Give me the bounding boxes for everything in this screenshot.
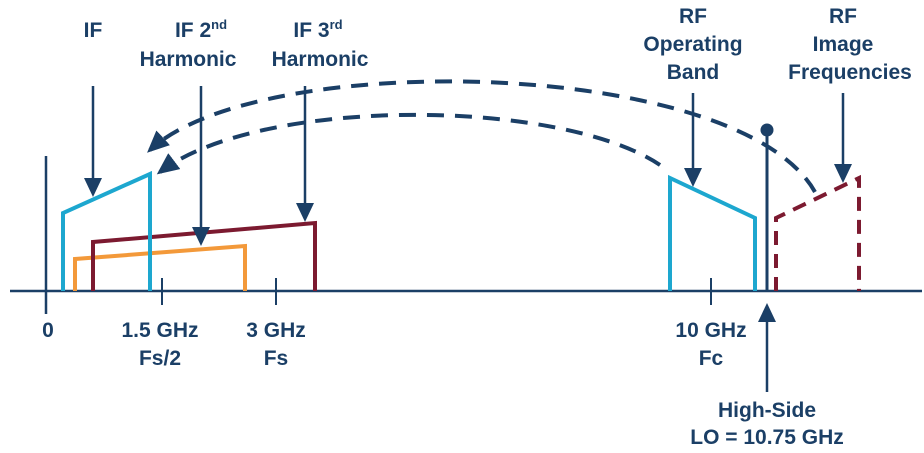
if-pointer-head <box>84 178 102 197</box>
rf-image-trapezoid <box>774 174 861 291</box>
if3-label: IF 3rd <box>293 17 342 42</box>
tick-label-0: 0 <box>42 319 54 342</box>
lo-dot <box>760 123 774 137</box>
lo-label-line1: High-Side <box>718 399 816 422</box>
tick-label-10ghz: 10 GHz <box>675 319 746 342</box>
rf-operating-band-trapezoid <box>668 174 757 291</box>
if2-label-sup: nd <box>211 17 227 32</box>
if-spectrum-trapezoid <box>61 170 152 291</box>
lo-arrow-head <box>758 303 776 322</box>
if3-label-harmonic: Harmonic <box>272 48 369 71</box>
if3-pointer-head <box>296 203 314 222</box>
mapping-arc-inner <box>156 112 662 175</box>
rf-image-pointer-head <box>834 164 852 183</box>
lo-label-line2: LO = 10.75 GHz <box>690 426 843 449</box>
if-label: IF <box>84 19 103 42</box>
tick-label-fs2: Fs/2 <box>139 347 181 370</box>
tick-label-3ghz: 3 GHz <box>246 319 306 342</box>
mapping-arc-outer <box>147 79 817 193</box>
rf-band-label-line3: Band <box>667 61 720 84</box>
orange-spectrum-trapezoid <box>73 243 247 291</box>
rf-image-label-line3: Frequencies <box>788 61 912 84</box>
tick-label-fc: Fc <box>699 347 724 370</box>
rf-band-label-line1: RF <box>679 5 707 28</box>
rf-band-label-line2: Operating <box>643 33 742 56</box>
rf-image-label-line2: Image <box>813 33 874 56</box>
if3-label-sup: rd <box>330 17 343 32</box>
rf-band-pointer-head <box>684 168 702 187</box>
if2-pointer-head <box>192 227 210 246</box>
tick-label-fs: Fs <box>264 347 289 370</box>
tick-label-1-5ghz: 1.5 GHz <box>121 319 198 342</box>
if2-label-main: IF 2 <box>175 19 211 42</box>
rf-image-label-line1: RF <box>829 5 857 28</box>
if3-label-main: IF 3 <box>293 19 329 42</box>
if2-label: IF 2nd <box>175 17 227 42</box>
if2-label-harmonic: Harmonic <box>140 48 237 71</box>
